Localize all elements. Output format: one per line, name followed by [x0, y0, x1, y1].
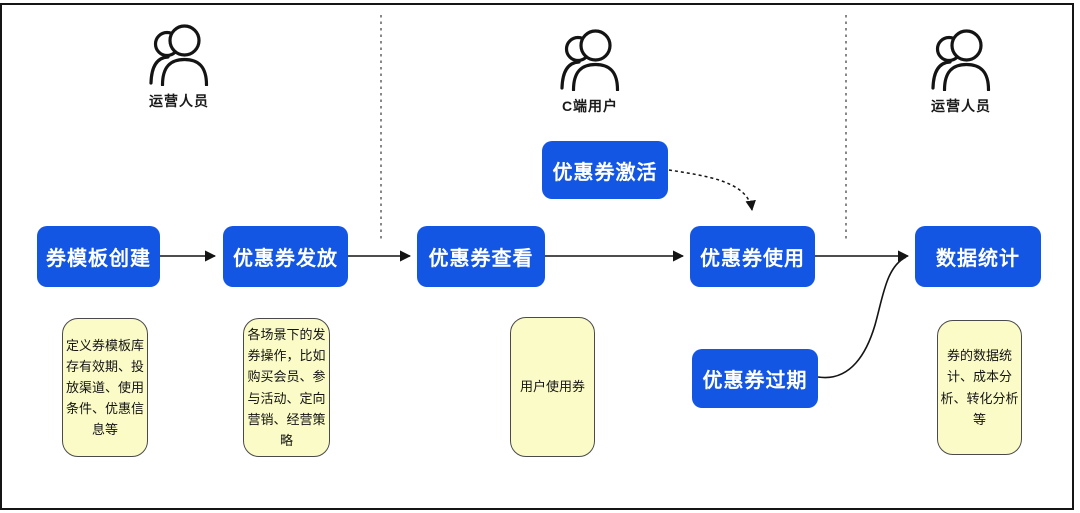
- actor-label: C端用户: [561, 98, 619, 114]
- node-coupon-use: 优惠券使用: [690, 226, 815, 287]
- note-issue-detail: 各场景下的发券操作，比如购买会员、参与活动、定向营销、经营策略: [243, 318, 330, 457]
- users-icon: [931, 29, 991, 91]
- actor-label: 运营人员: [931, 98, 991, 114]
- actor-operations-left: 运营人员: [134, 22, 224, 111]
- diagram-border-frame: [0, 3, 1074, 510]
- note-template-create-detail: 定义券模板库存有效期、投放渠道、使用条件、优惠信息等: [62, 318, 148, 457]
- node-coupon-view: 优惠券查看: [417, 226, 545, 287]
- node-coupon-template-create: 券模板创建: [37, 226, 160, 287]
- note-stats-detail: 券的数据统计、成本分析、转化分析等: [937, 320, 1022, 455]
- node-coupon-activate: 优惠券激活: [542, 141, 668, 199]
- actor-label: 运营人员: [149, 93, 209, 109]
- node-coupon-expire: 优惠券过期: [692, 349, 818, 408]
- users-icon: [149, 24, 209, 86]
- node-coupon-issue: 优惠券发放: [223, 226, 348, 287]
- actor-c-end-user: C端用户: [545, 27, 635, 116]
- users-icon: [560, 29, 620, 91]
- actor-operations-right: 运营人员: [916, 27, 1006, 116]
- node-data-stats: 数据统计: [915, 226, 1041, 287]
- note-use-detail: 用户使用券: [510, 317, 595, 457]
